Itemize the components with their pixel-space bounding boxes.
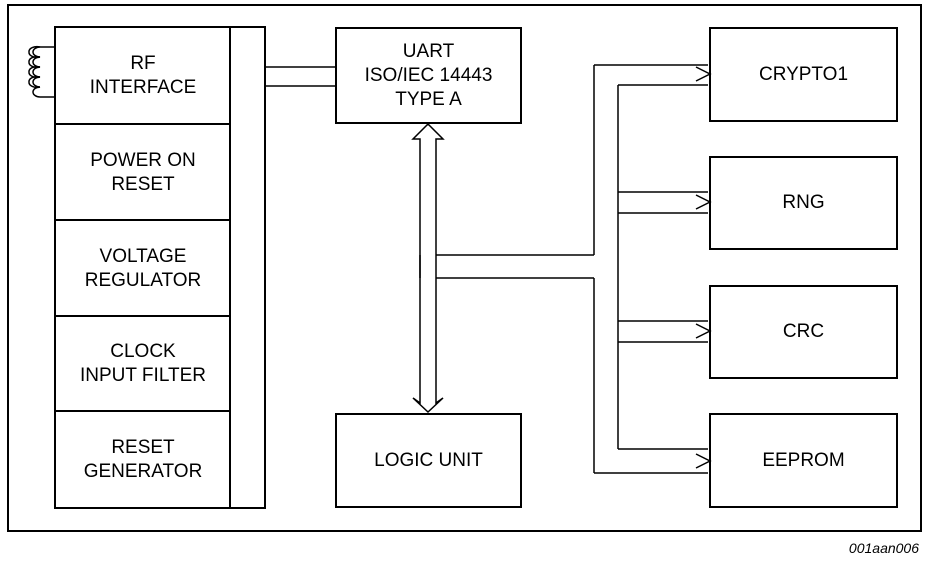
logic-unit-label: LOGIC UNIT (374, 449, 483, 471)
arrowhead-icon (695, 323, 712, 339)
crypto1-block: CRYPTO1 (709, 27, 898, 122)
arrowhead-icon (695, 66, 712, 82)
eeprom-label: EEPROM (762, 449, 845, 471)
uart-label: UART ISO/IEC 14443 TYPE A (364, 40, 493, 110)
rng-label: RNG (782, 192, 825, 213)
clock-input-filter-label: CLOCK INPUT FILTER (80, 341, 206, 386)
eeprom-block: EEPROM (709, 413, 898, 508)
figure-id: 001aan006 (848, 540, 919, 556)
logic-unit-block: LOGIC UNIT (335, 413, 522, 508)
power-on-reset-block: POWER ON RESET (55, 124, 231, 221)
power-on-reset-label: POWER ON RESET (90, 149, 196, 195)
reset-generator-block: RESET GENERATOR (55, 411, 231, 508)
clock-input-filter-block: CLOCK INPUT FILTER (55, 316, 231, 412)
arrowhead-icon (695, 453, 712, 469)
antenna-coil-icon (32, 46, 55, 98)
crypto1-label: CRYPTO1 (758, 63, 849, 85)
outer-frame (7, 4, 922, 532)
crc-block: CRC (709, 285, 898, 379)
voltage-regulator-label: VOLTAGE REGULATOR (84, 245, 202, 291)
arrowhead-icon (695, 194, 712, 210)
left-column-frame (54, 26, 266, 509)
rf-interface-label: RF INTERFACE (89, 53, 197, 98)
crc-label: CRC (782, 321, 825, 342)
uart-block: UART ISO/IEC 14443 TYPE A (335, 27, 522, 124)
reset-generator-label: RESET GENERATOR (83, 436, 203, 482)
rf-interface-block: RF INTERFACE (55, 27, 231, 125)
antenna-coil-turns (28, 45, 41, 89)
voltage-regulator-block: VOLTAGE REGULATOR (55, 220, 231, 317)
rng-block: RNG (709, 156, 898, 250)
